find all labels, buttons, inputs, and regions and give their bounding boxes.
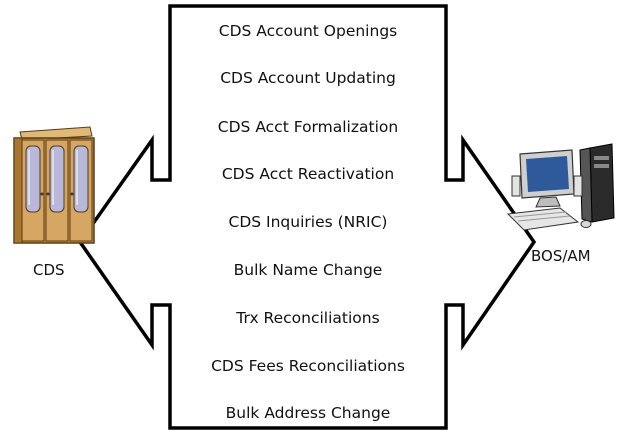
- exchange-item: CDS Account Updating: [220, 69, 396, 87]
- exchange-item: CDS Account Openings: [218, 22, 398, 40]
- exchange-item: CDS Acct Formalization: [217, 118, 399, 136]
- exchange-item: CDS Acct Reactivation: [221, 165, 395, 183]
- exchange-item: Bulk Name Change: [233, 261, 383, 279]
- exchange-arrow-outline: [77, 4, 537, 430]
- exchange-item: CDS Inquiries (NRIC): [228, 213, 388, 231]
- exchange-item: CDS Fees Reconciliations: [211, 357, 405, 375]
- exchange-item: Trx Reconciliations: [236, 309, 380, 327]
- cds-node-label: CDS: [33, 261, 65, 279]
- cabinet-icon: [13, 126, 95, 244]
- bos-am-node-label: BOS/AM: [531, 247, 591, 265]
- exchange-item: Bulk Address Change: [225, 404, 391, 422]
- desktop-computer-icon: [506, 143, 615, 231]
